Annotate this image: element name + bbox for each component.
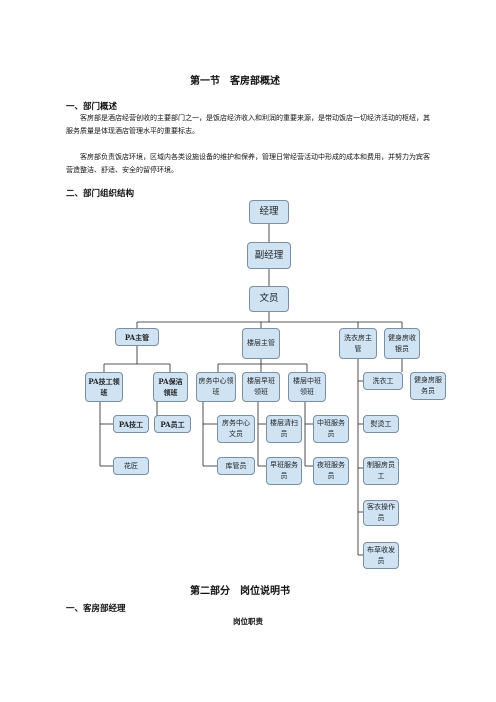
- org-node-floor-early-lead: 楼层早班领班: [242, 372, 280, 402]
- org-node-pa-clean-lead: PA保洁领班: [153, 372, 188, 402]
- org-node-service-center-lead: 房务中心领班: [196, 372, 236, 402]
- org-node-gym-attendant: 健身房服务员: [410, 372, 446, 400]
- org-node-gardener: 花匠: [113, 457, 149, 475]
- org-node-mid-shift-attendant: 中班服务员: [313, 415, 349, 443]
- heading-overview: 一、部门概述: [66, 102, 118, 112]
- heading-org-structure: 二、部门组织结构: [66, 189, 135, 199]
- part2-title: 第二部分 岗位说明书: [190, 586, 290, 597]
- org-node-service-center-clerk: 房务中心文员: [217, 415, 255, 443]
- org-node-deputy-manager: 副经理: [247, 242, 291, 269]
- org-node-gym-cashier: 健身房收银员: [384, 328, 420, 359]
- org-node-clerk: 文员: [249, 286, 289, 312]
- org-node-guest-laundry-operator: 客衣操作员: [363, 500, 399, 526]
- subheading-duties: 岗位职责: [233, 617, 263, 626]
- org-node-pa-tech-lead: PA技工领班: [85, 372, 123, 402]
- org-node-floor-supervisor: 楼层主管: [242, 328, 280, 359]
- org-node-night-shift-attendant: 夜班服务员: [313, 457, 349, 485]
- org-node-pa-worker: PA员工: [154, 415, 191, 433]
- org-node-floor-mid-lead: 楼层中班领班: [288, 372, 326, 402]
- paragraph-1: 客房部是酒店经营创收的主要部门之一，是饭店经济收入和利润的重要来源，是带动饭店一…: [66, 114, 430, 135]
- org-node-pa-supervisor: PA主管: [115, 328, 159, 346]
- org-node-storekeeper: 库管员: [217, 457, 255, 475]
- org-node-laundry-supervisor: 洗衣房主管: [339, 328, 377, 359]
- org-node-early-shift-attendant: 早班服务员: [266, 457, 302, 485]
- org-node-linen-clerk: 布草收发员: [363, 542, 399, 569]
- org-node-manager: 经理: [249, 200, 289, 224]
- paragraph-2: 客房部负责饭店环境，区域内各类设施设备的维护和保养，管理日常经营活动中形成的成本…: [66, 153, 430, 174]
- heading-manager: 一、客房部经理: [66, 604, 126, 614]
- section-title: 第一节 客房部概述: [190, 76, 280, 87]
- org-node-washer: 洗衣工: [363, 372, 403, 390]
- org-node-ironer: 熨烫工: [363, 415, 399, 433]
- org-node-floor-cleaner: 楼层清扫员: [266, 415, 302, 443]
- org-node-pa-tech: PA技工: [113, 415, 149, 433]
- org-node-uniform-room-staff: 制服房员工: [363, 457, 399, 485]
